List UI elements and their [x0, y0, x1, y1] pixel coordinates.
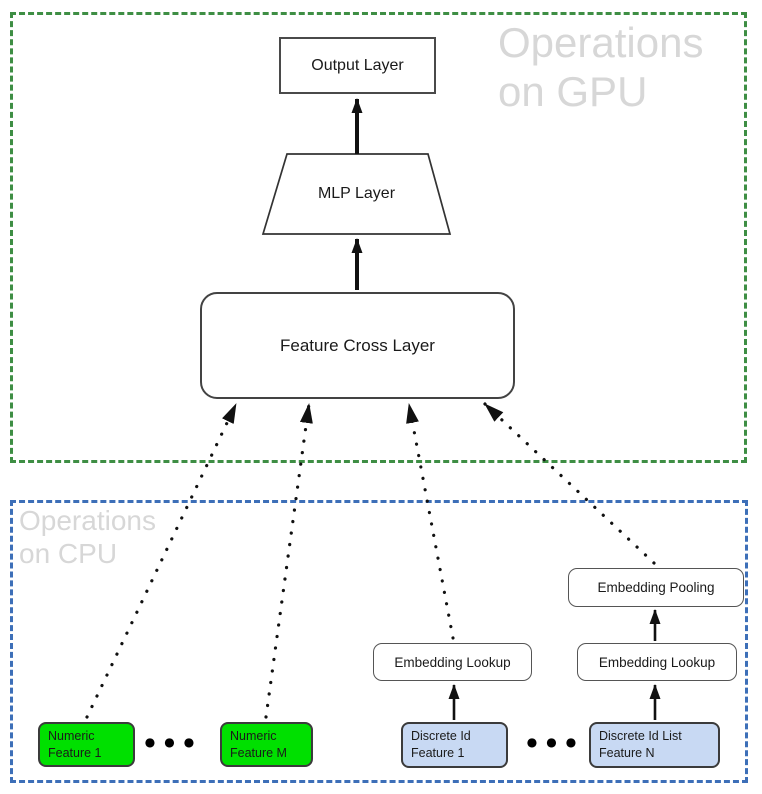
- node-numeric-feature-1: Numeric Feature 1: [38, 722, 135, 767]
- feature-cross-layer-label: Feature Cross Layer: [280, 335, 435, 355]
- node-mlp-layer: MLP Layer: [263, 154, 450, 234]
- mlp-layer-label: MLP Layer: [317, 185, 396, 202]
- edge-pooling-to-fcl: [483, 402, 656, 565]
- numeric-feature-1-line2: Feature 1: [48, 745, 102, 760]
- ellipsis-icon-left: ●●●: [144, 735, 204, 749]
- numeric-feature-m-line2: Feature M: [230, 745, 287, 760]
- gpu-region-label-line1: Operations: [498, 19, 704, 66]
- node-discrete-id-list-feature-n: Discrete Id List Feature N: [589, 722, 720, 768]
- discrete-id-feature-1-line1: Discrete Id: [411, 729, 471, 743]
- embedding-pooling-label: Embedding Pooling: [597, 580, 715, 595]
- node-embedding-lookup-left: Embedding Lookup: [373, 643, 532, 681]
- numeric-feature-m-line1: Numeric: [230, 728, 277, 743]
- node-output-layer: Output Layer: [279, 37, 436, 94]
- discrete-id-feature-1-line2: Feature 1: [411, 746, 465, 760]
- node-numeric-feature-m: Numeric Feature M: [220, 722, 313, 767]
- cpu-region-label: Operations on CPU: [19, 504, 156, 570]
- edge-numericM-to-fcl: [264, 402, 313, 719]
- gpu-region-border: [10, 12, 747, 463]
- node-embedding-lookup-right: Embedding Lookup: [577, 643, 737, 681]
- gpu-region-label-line2: on GPU: [498, 68, 648, 115]
- cpu-region-label-line2: on CPU: [19, 538, 118, 569]
- cpu-region-border: [10, 500, 748, 783]
- output-layer-label: Output Layer: [311, 56, 404, 74]
- discrete-id-list-feature-n-line2: Feature N: [599, 746, 655, 760]
- node-embedding-pooling: Embedding Pooling: [568, 568, 744, 607]
- embedding-lookup-right-label: Embedding Lookup: [598, 654, 716, 670]
- mlp-layer-trapezoid: [261, 153, 452, 235]
- gpu-region-label: Operations on GPU: [498, 18, 703, 116]
- embedding-lookup-left-label: Embedding Lookup: [394, 654, 511, 670]
- node-discrete-id-feature-1: Discrete Id Feature 1: [401, 722, 508, 768]
- ellipsis-icon-right: ●●●: [526, 735, 586, 749]
- cpu-region-label-line1: Operations: [19, 505, 156, 536]
- edge-lookupL-to-fcl: [406, 402, 455, 640]
- discrete-id-list-feature-n-line1: Discrete Id List: [599, 729, 682, 743]
- edge-numeric1-to-fcl: [85, 402, 238, 719]
- node-feature-cross-layer: Feature Cross Layer: [200, 292, 515, 399]
- numeric-feature-1-line1: Numeric: [48, 728, 95, 743]
